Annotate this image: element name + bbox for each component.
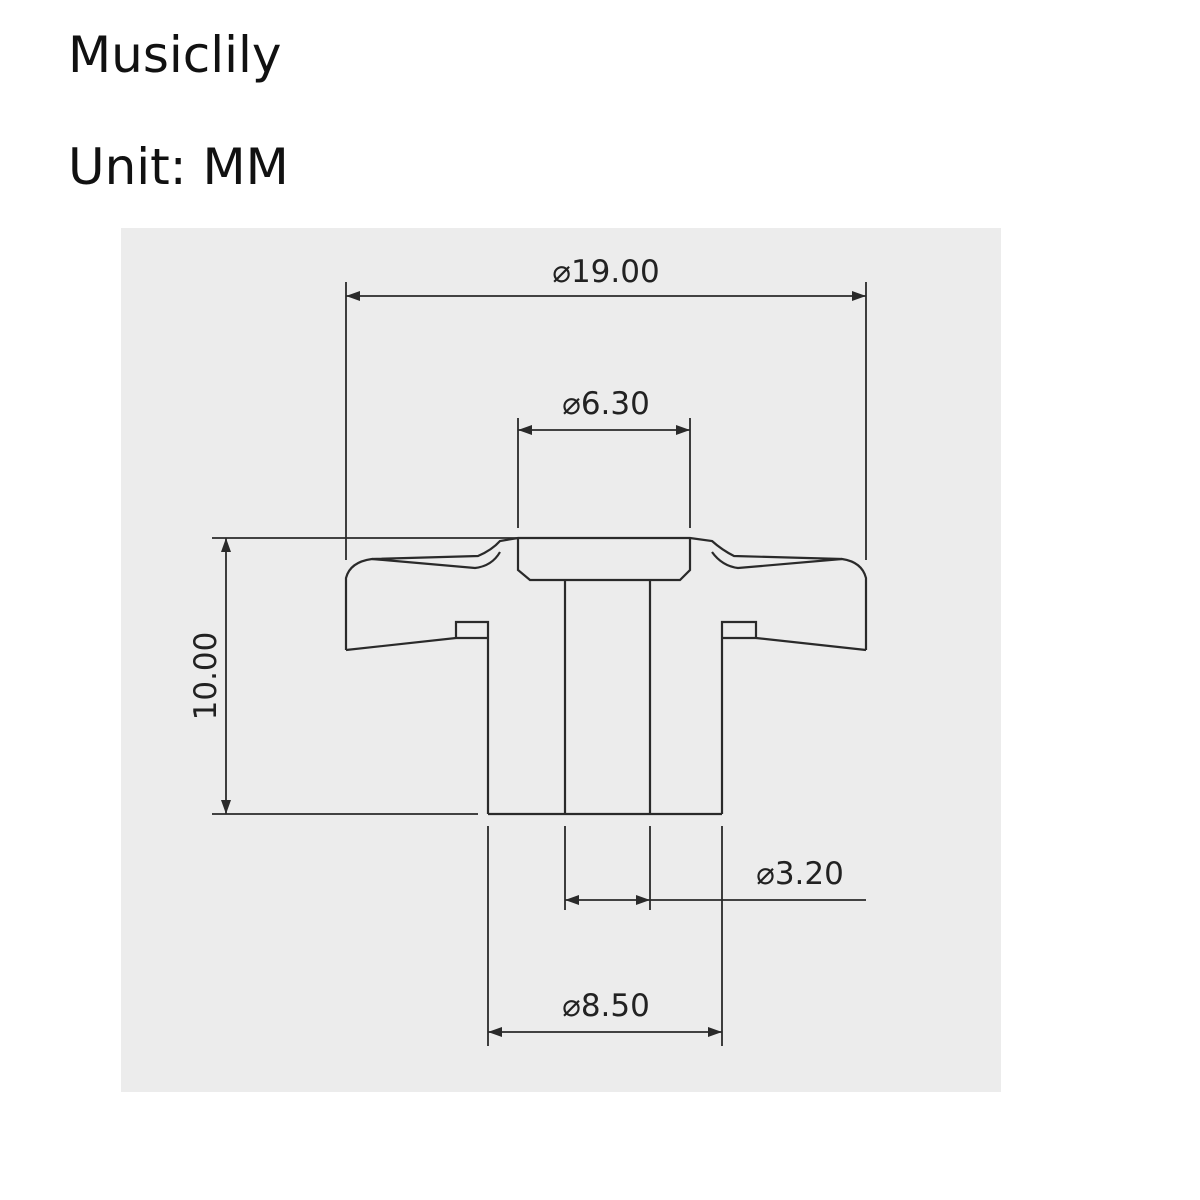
dimension-bore-diameter: ⌀3.20 <box>564 826 866 910</box>
notch-right <box>720 620 758 638</box>
unit-label: Unit: MM <box>68 138 289 196</box>
knob-outline <box>344 536 868 816</box>
notch-left <box>454 620 490 638</box>
top-recess <box>516 538 692 582</box>
recess-diameter-label: ⌀6.30 <box>562 386 650 422</box>
height-label: 10.00 <box>188 632 224 721</box>
shaft-diameter-label: ⌀8.50 <box>562 988 650 1024</box>
knob-top-profile <box>344 536 868 650</box>
dimension-shaft-diameter: ⌀8.50 <box>487 826 723 1046</box>
dimension-height: 10.00 <box>188 537 518 815</box>
dimension-recess-diameter: ⌀6.30 <box>517 386 691 528</box>
dimension-outer-diameter: ⌀19.00 <box>345 254 867 560</box>
brand-title: Musiclily <box>68 26 282 84</box>
outer-diameter-label: ⌀19.00 <box>552 254 659 290</box>
flange-upper-right <box>711 551 843 570</box>
bore-diameter-label: ⌀3.20 <box>756 856 844 892</box>
drawing-panel <box>121 228 1001 1092</box>
flange-upper-left <box>371 551 501 570</box>
